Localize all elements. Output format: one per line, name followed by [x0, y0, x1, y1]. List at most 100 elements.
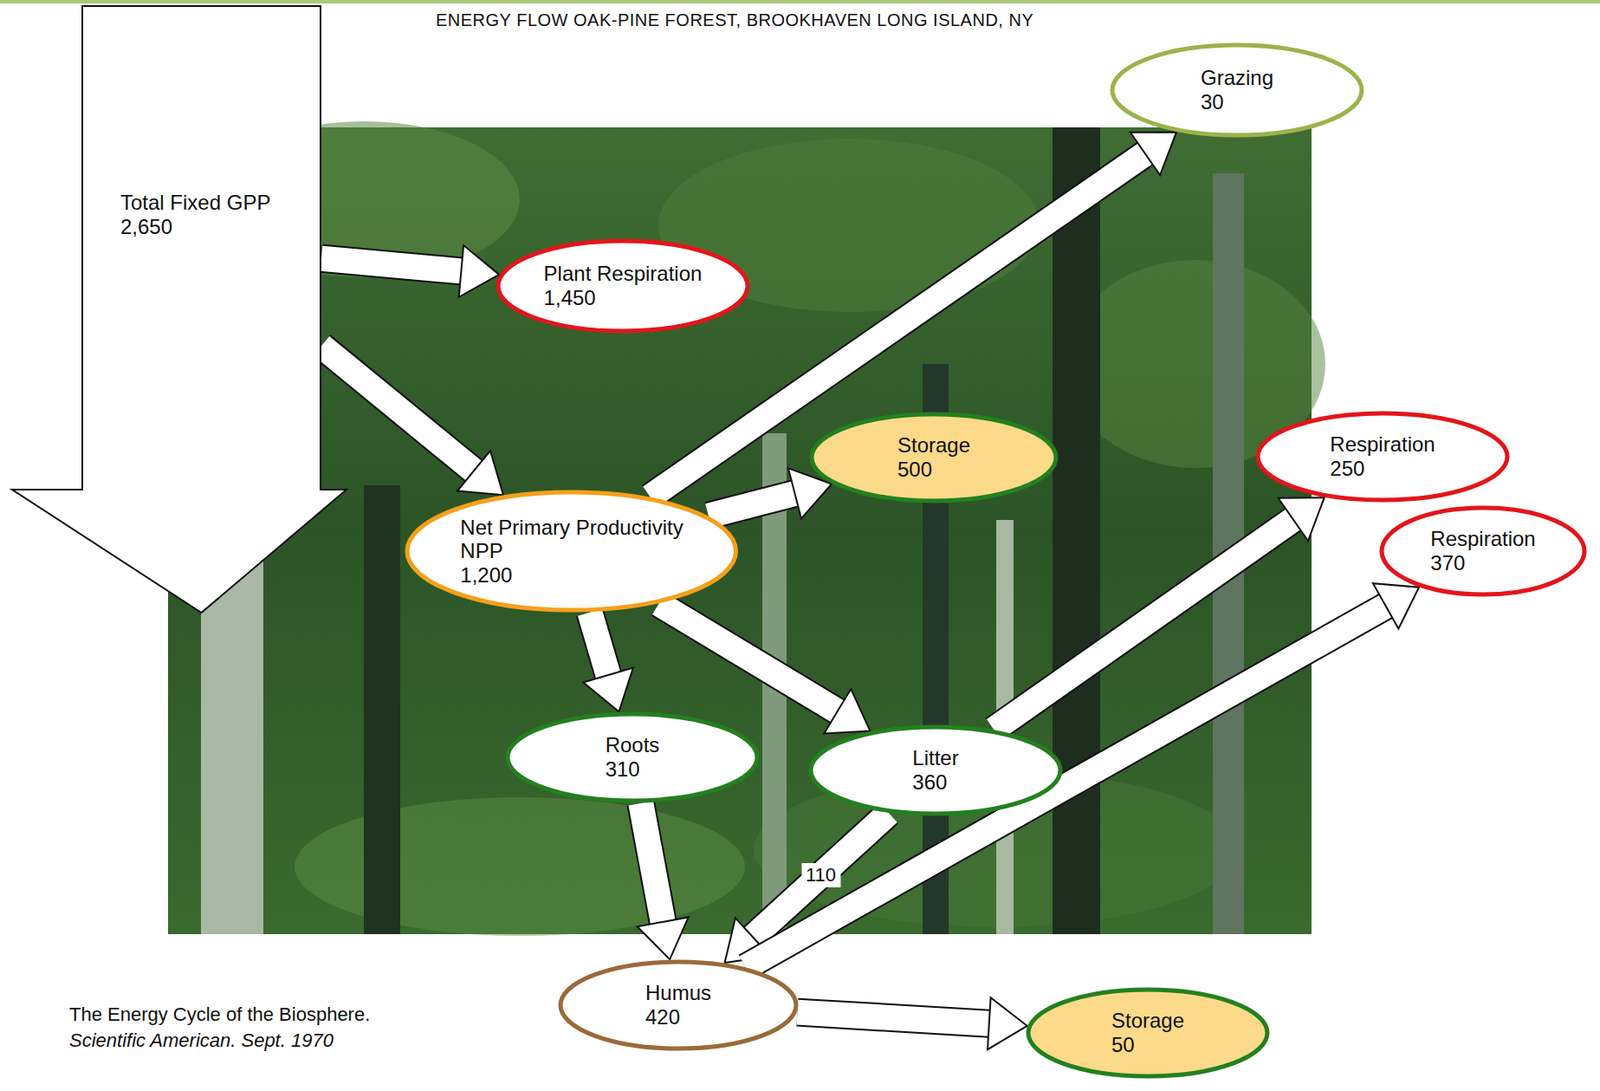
arrow-shaft: [745, 605, 1387, 967]
arrow-shaft: [641, 803, 663, 922]
tree-trunk: [363, 485, 401, 934]
arrow-head: [457, 450, 504, 495]
node-value: 30: [1200, 90, 1274, 115]
diagram-title: ENERGY FLOW OAK-PINE FOREST, BROOKHAVEN …: [435, 10, 1034, 31]
arrow-shaft: [589, 612, 609, 676]
node-value: 500: [897, 457, 971, 482]
node-value: 1,200: [459, 563, 683, 588]
respiration-ellipse: Respiration370: [1379, 505, 1588, 597]
ellipse-shape: [1112, 45, 1362, 136]
flow-value: 110: [801, 862, 841, 888]
flow-arrow: [745, 582, 1419, 967]
node-value: 370: [1430, 550, 1536, 576]
ellipse-outline: [1255, 410, 1510, 503]
node-label: Respiration370: [1430, 526, 1536, 575]
arrow-shaft: [659, 603, 838, 712]
arrow-shaft-outline: [321, 345, 474, 471]
flow-arrow: [637, 803, 689, 959]
arrow-shaft-outline: [589, 612, 609, 676]
ellipse-outline: [1379, 505, 1588, 597]
slide-strip: [0, 0, 1600, 4]
arrow-head: [637, 916, 689, 959]
arrow-head: [1278, 497, 1325, 541]
arrow-shaft: [796, 1011, 989, 1024]
node-label: Humus420: [645, 980, 712, 1029]
litter-ellipse: Litter360: [808, 724, 1063, 817]
node-label: Net Primary ProductivityNPP1,200: [459, 515, 683, 588]
arrow-shaft: [321, 345, 474, 471]
node-label: Storage500: [897, 433, 971, 481]
gpp-arrow-shape: [81, 5, 322, 490]
ellipse-outline: [495, 238, 751, 334]
arrow-shaft-outline: [321, 258, 461, 272]
node-name: Net Primary Productivity: [459, 515, 683, 540]
ellipse-outline: [809, 411, 1059, 504]
flow-arrow: [708, 467, 832, 519]
caption-text: The Energy Cycle of the Biosphere.: [69, 1003, 370, 1026]
node-label: Litter360: [912, 745, 959, 794]
grazing-ellipse: Grazing30: [1109, 42, 1365, 138]
node-name: Grazing: [1200, 65, 1274, 91]
node-label: Plant Respiration1,450: [544, 261, 703, 310]
flow-arrow: [993, 497, 1325, 730]
node-label: Respiration250: [1329, 432, 1435, 480]
node-name: Roots: [605, 732, 661, 758]
npp-ellipse: Net Primary ProductivityNPP1,200: [404, 489, 739, 613]
tree-trunk: [1052, 127, 1101, 934]
arrow-shaft: [650, 153, 1147, 497]
flow-arrow: [659, 603, 871, 734]
ellipse-shape: [407, 492, 736, 610]
arrow-shaft-outline: [659, 603, 838, 712]
node-value: 420: [645, 1004, 712, 1030]
ellipse-outline: [404, 489, 739, 613]
foliage: [294, 796, 745, 936]
ellipse-shape: [1257, 413, 1508, 500]
arrow-shaft-outline: [796, 1011, 989, 1024]
node-name: Litter: [912, 745, 959, 771]
flow-arrow: [650, 131, 1178, 497]
roots-ellipse: Roots310: [505, 711, 760, 804]
node-value: 1,450: [544, 285, 703, 311]
flow-arrow: [321, 245, 499, 298]
arrow-shaft: [321, 258, 461, 272]
node-name: Humus: [645, 980, 712, 1005]
ellipse-shape: [1028, 989, 1268, 1076]
node-name: Total Fixed GPP: [120, 190, 271, 215]
node-value: 2,650: [120, 214, 271, 240]
respiration-ellipse: Respiration250: [1255, 410, 1510, 503]
gpp-arrow-outline: [12, 6, 347, 613]
ellipse-shape: [811, 414, 1056, 501]
node-value: 310: [605, 757, 661, 782]
arrow-head: [459, 245, 500, 298]
arrow-head: [1130, 131, 1177, 175]
node-name: Plant Respiration: [544, 261, 703, 286]
arrow-shaft: [708, 493, 796, 517]
flow-arrow: [582, 612, 634, 713]
node-label: Storage50: [1111, 1008, 1185, 1056]
arrow-head: [823, 688, 870, 733]
storage-ellipse: Storage50: [1025, 986, 1270, 1079]
arrow-shaft-outline: [650, 153, 1147, 497]
node-value: 360: [912, 770, 959, 795]
arrow-shaft-outline: [641, 803, 663, 922]
node-name: NPP: [459, 538, 683, 564]
node-label: Total Fixed GPP2,650: [120, 190, 271, 239]
ellipse-outline: [1109, 42, 1365, 138]
ellipse-shape: [1381, 507, 1585, 595]
flow-arrow: [796, 997, 1027, 1050]
node-label: Roots310: [605, 732, 661, 781]
ellipse-shape: [498, 240, 748, 331]
source-citation: Scientific American. Sept. 1970: [69, 1029, 334, 1052]
node-value: 250: [1329, 456, 1435, 481]
gpp-arrow: Total Fixed GPP2,650: [81, 5, 322, 490]
node-name: Respiration: [1430, 526, 1536, 551]
node-name: Respiration: [1329, 432, 1435, 457]
node-name: Storage: [1111, 1008, 1185, 1033]
node-name: Storage: [897, 433, 971, 458]
arrow-head: [582, 667, 634, 713]
respiration-ellipse: Plant Respiration1,450: [495, 238, 751, 334]
ellipse-shape: [507, 713, 758, 801]
arrow-head: [1373, 582, 1419, 629]
humus-ellipse: Humus420: [557, 958, 799, 1051]
flow-arrow: [321, 345, 504, 495]
